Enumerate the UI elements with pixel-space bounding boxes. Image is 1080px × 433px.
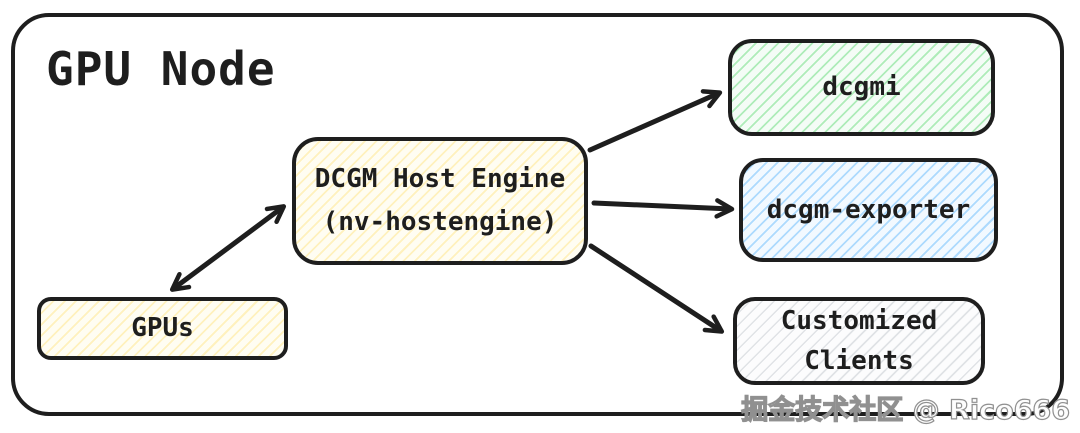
node-gpus: GPUs [37,297,288,360]
node-dcgm-host-engine-label-line2: (nv-hostengine) [322,207,558,237]
node-dcgm-host-engine: DCGM Host Engine (nv-hostengine) [292,137,588,265]
node-customized-clients: Customized Clients [733,297,985,385]
node-dcgm-exporter: dcgm-exporter [739,158,998,262]
node-customized-clients-label-line2: Clients [804,346,914,376]
node-dcgm-exporter-label: dcgm-exporter [766,194,971,225]
node-customized-clients-label-line1: Customized [780,305,938,336]
node-gpus-label: GPUs [131,313,194,344]
node-dcgm-host-engine-label-line1: DCGM Host Engine [314,164,566,195]
diagram-title: GPU Node [46,42,276,96]
node-dcgmi: dcgmi [728,39,995,136]
watermark: 掘金技术社区 @ Rico666 [741,394,1071,426]
node-dcgmi-label: dcgmi [822,72,901,103]
